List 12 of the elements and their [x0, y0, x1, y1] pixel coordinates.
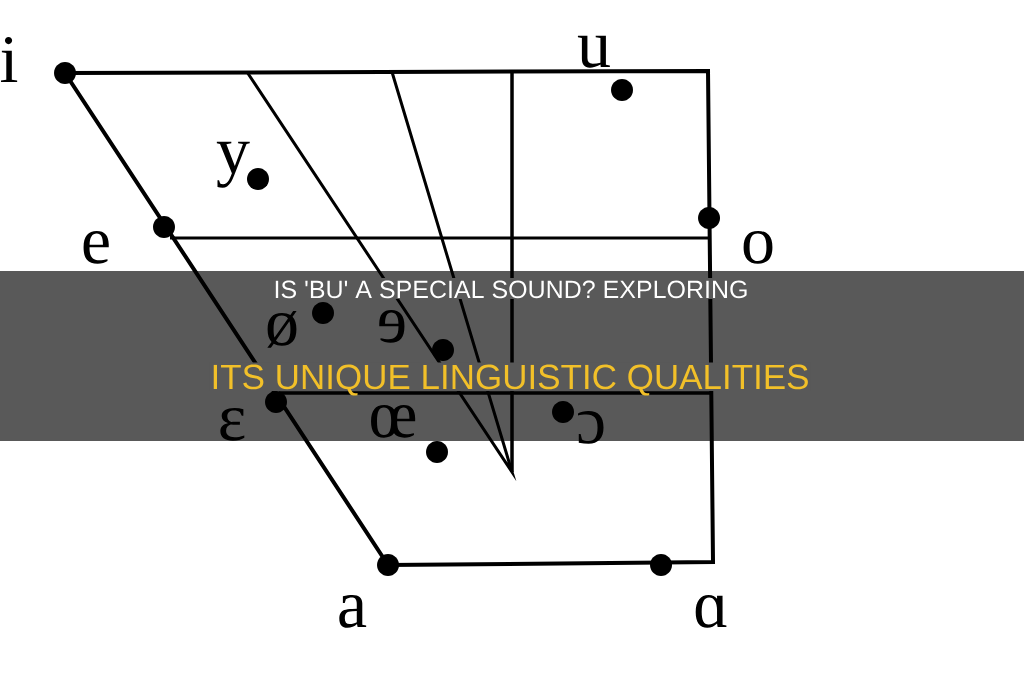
vowel-symbol: ɛ: [220, 407, 245, 441]
vowel-symbol: o: [743, 230, 773, 264]
vowel-symbol: y: [216, 141, 250, 188]
vowel-symbol: ɑ: [695, 594, 727, 628]
vowel-symbol: ɔ: [578, 410, 604, 444]
vowel-symbol: e: [83, 230, 109, 264]
vowel-symbol: ɘ: [379, 309, 405, 343]
vowel-symbol: œ: [371, 404, 416, 438]
vowel-symbol: a: [339, 595, 367, 628]
vowel-symbol: i: [1, 36, 18, 82]
vowel-symbol: ø: [267, 311, 297, 348]
vowel-symbol: u: [577, 35, 610, 68]
